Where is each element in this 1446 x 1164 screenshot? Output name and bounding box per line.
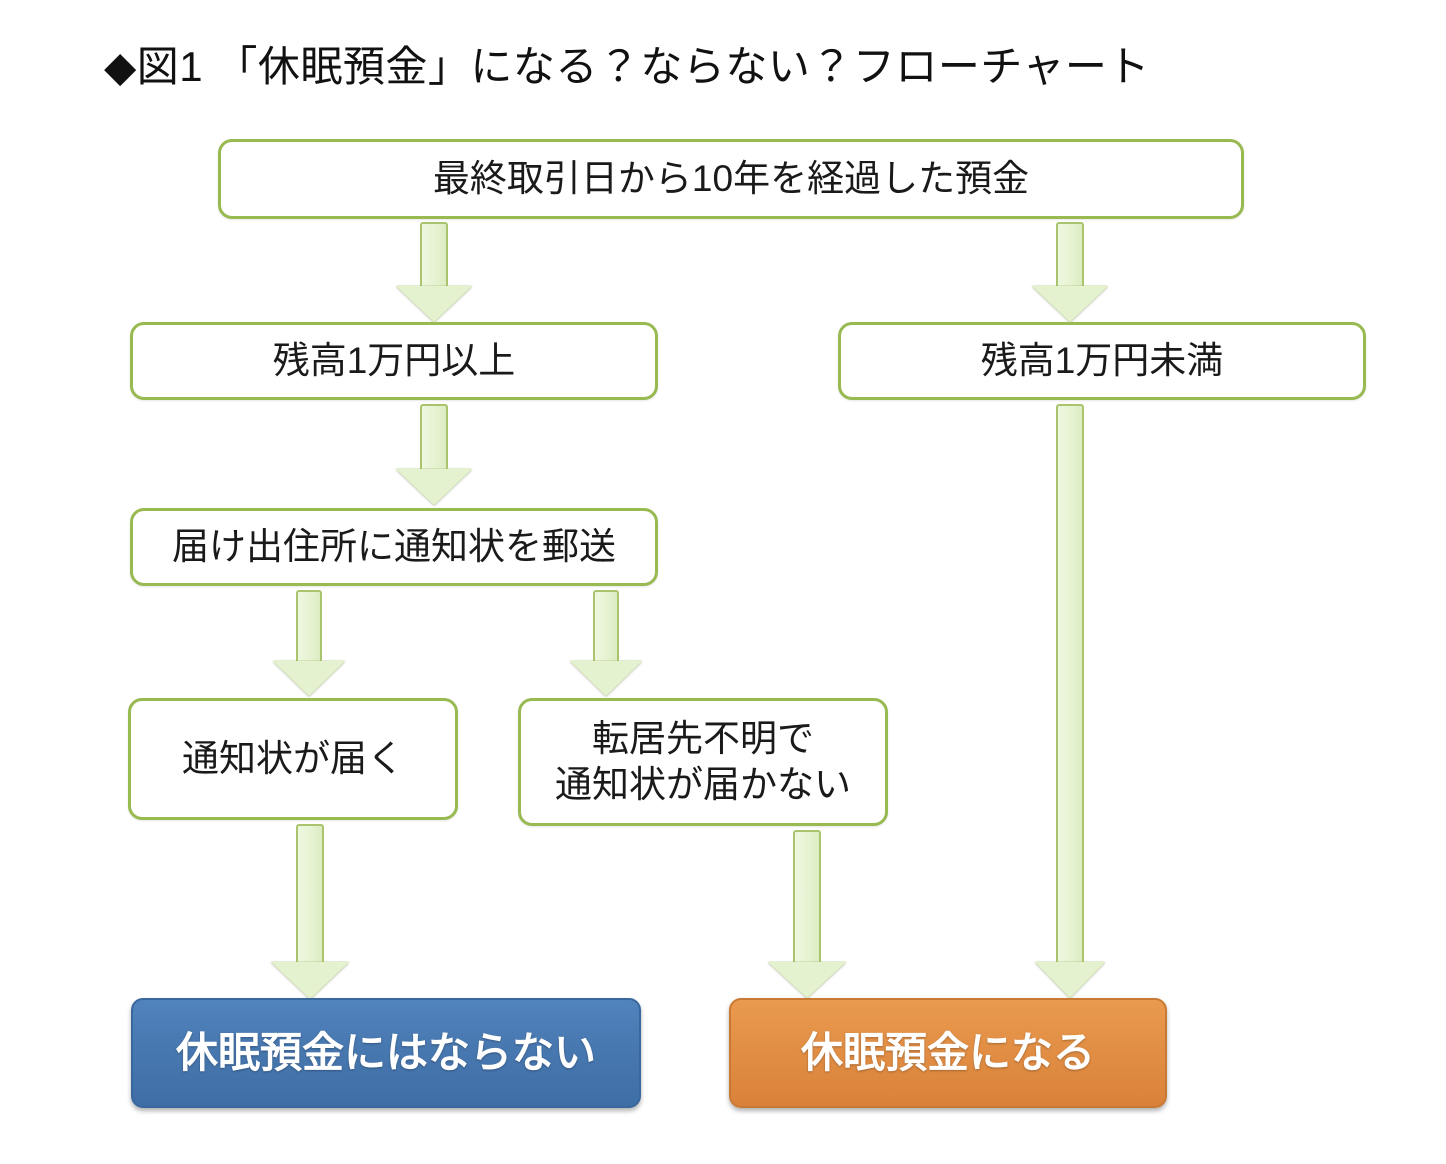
node-notice-delivered-label: 通知状が届く	[182, 737, 404, 779]
node-balance-under: 残高1万円未満	[838, 322, 1366, 400]
node-notice-undelivered: 転居先不明で 通知状が届かない	[518, 698, 888, 826]
node-notice-delivered: 通知状が届く	[128, 698, 458, 820]
node-result-dormant-label: 休眠預金になる	[800, 1028, 1095, 1076]
arrow-mail-to-undelivered	[570, 590, 642, 696]
node-balance-over-label: 残高1万円以上	[272, 339, 516, 381]
node-result-not-dormant-label: 休眠預金にはならない	[175, 1028, 596, 1076]
node-balance-under-label: 残高1万円未満	[980, 339, 1224, 381]
arrow-start-to-over	[396, 222, 472, 322]
arrow-mail-to-delivered	[273, 590, 345, 696]
node-notice-undelivered-label: 転居先不明で 通知状が届かない	[555, 717, 851, 805]
node-start: 最終取引日から10年を経過した預金	[218, 139, 1244, 219]
arrow-delivered-to-not-dormant	[271, 824, 349, 999]
arrow-start-to-under	[1032, 222, 1108, 322]
node-result-dormant: 休眠預金になる	[729, 998, 1167, 1108]
arrow-under-to-dormant	[1035, 404, 1105, 998]
node-mail-notice-label: 届け出住所に通知状を郵送	[172, 525, 616, 567]
arrow-undelivered-to-dormant	[768, 830, 846, 998]
arrow-over-to-mail	[396, 404, 472, 505]
node-result-not-dormant: 休眠預金にはならない	[131, 998, 641, 1108]
node-start-label: 最終取引日から10年を経過した預金	[432, 157, 1030, 199]
node-mail-notice: 届け出住所に通知状を郵送	[130, 508, 658, 586]
node-balance-over: 残高1万円以上	[130, 322, 658, 400]
page-title: ◆図1 「休眠預金」になる？ならない？フローチャート	[104, 43, 1150, 90]
